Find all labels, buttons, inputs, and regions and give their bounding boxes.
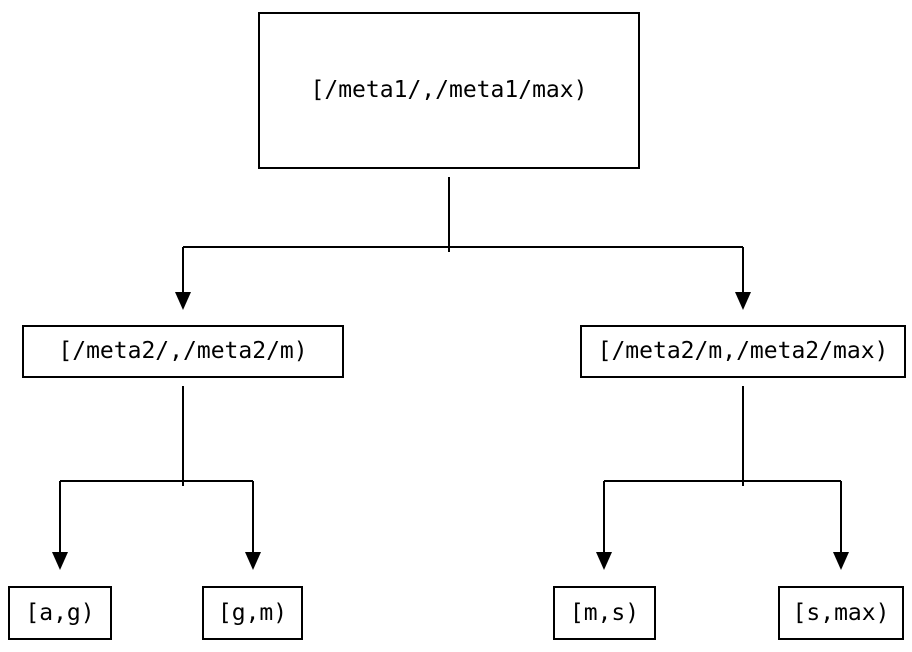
edge-left-leftleaf [52, 481, 68, 570]
tree-node-right: [/meta2/m,/meta2/max) [580, 325, 906, 378]
tree-node-leaf-m-s: [m,s) [553, 586, 656, 640]
arrowhead-down-icon [175, 292, 191, 310]
tree-node-leaf-g-m: [g,m) [202, 586, 303, 640]
tree-node-left: [/meta2/,/meta2/m) [22, 325, 344, 378]
arrowhead-down-icon [52, 552, 68, 570]
edge-root-left [175, 247, 191, 310]
edge-right-leftleaf [596, 481, 612, 570]
tree-node-leaf-s-max: [s,max) [778, 586, 904, 640]
edge-right-rightleaf [833, 481, 849, 570]
arrowhead-down-icon [735, 292, 751, 310]
edge-root-right [735, 247, 751, 310]
tree-node-leaf-a-g: [a,g) [8, 586, 112, 640]
arrowhead-down-icon [596, 552, 612, 570]
edge-right-stem [604, 386, 841, 486]
edge-left-stem [60, 386, 253, 486]
arrowhead-down-icon [833, 552, 849, 570]
edge-left-rightleaf [245, 481, 261, 570]
edge-root-stem [183, 177, 743, 252]
arrowhead-down-icon [245, 552, 261, 570]
tree-node-root: [/meta1/,/meta1/max) [258, 12, 640, 169]
